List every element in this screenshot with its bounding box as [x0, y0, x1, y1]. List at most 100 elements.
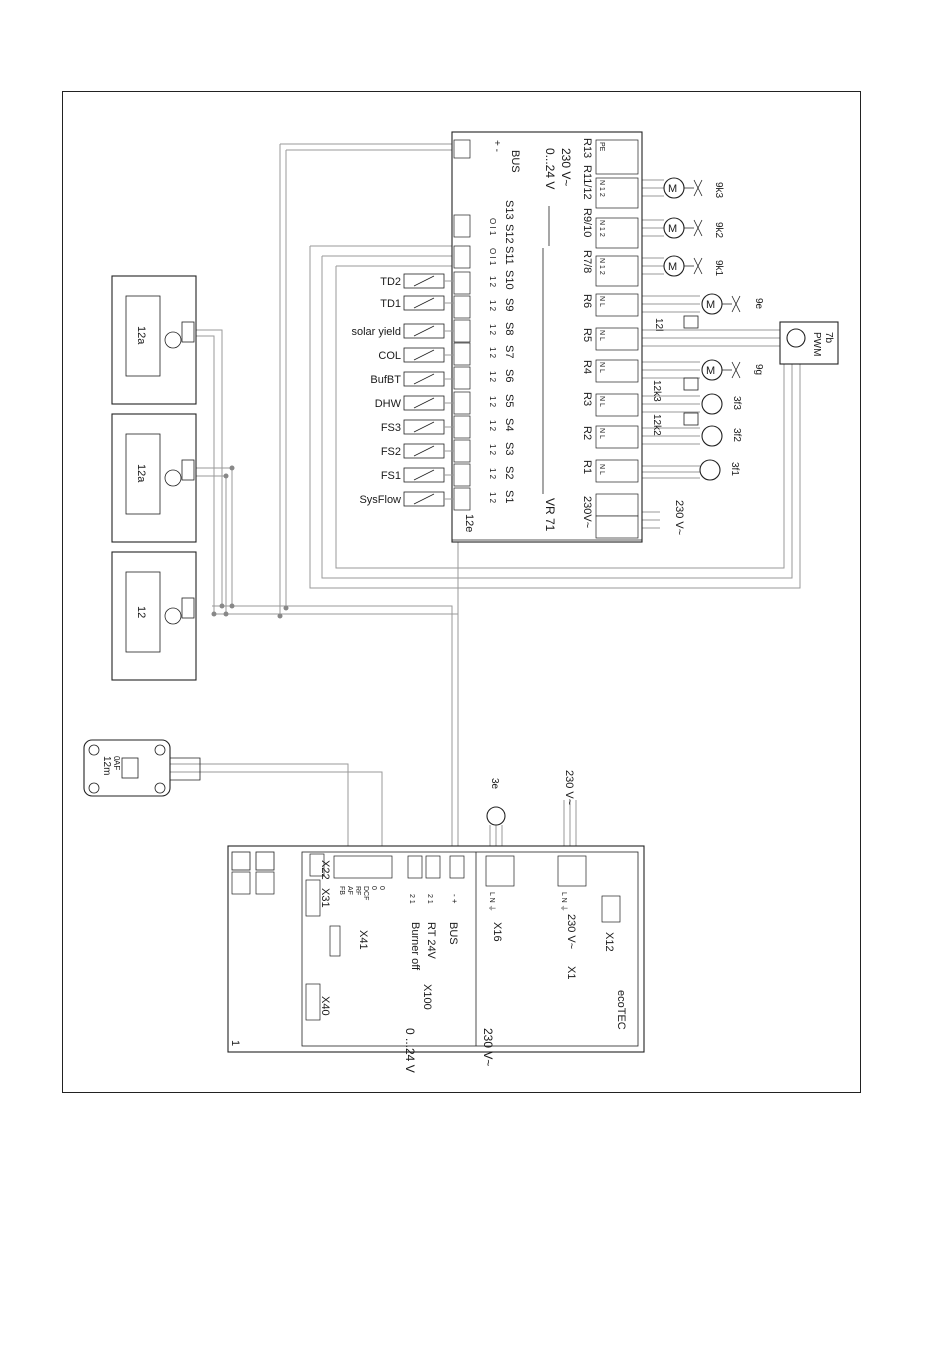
vr71-module: BUS + - 12e VR 71 0...24 V 230 V~ 230V~ … — [451, 131, 643, 543]
vr71-voltage-low: 0...24 V — [543, 148, 557, 189]
sensor-label-fs2: FS2 — [381, 446, 401, 458]
actuators: 3f1 3f2 3f3 12k3 12k2 12l M 9g — [651, 177, 839, 535]
sensor-terminal-labels: S1 S2 S3 S4 S5 S6 S7 S8 S9 S10 S11 S12 S… — [503, 200, 515, 503]
terminal-s12: S12 — [503, 224, 515, 244]
terminal-s1: S1 — [503, 490, 515, 503]
pump-label-3f1: 3f1 — [729, 462, 740, 476]
motor-glyph-9k2: M — [668, 223, 677, 235]
relay-pin-r2: N L — [598, 428, 605, 439]
sensor-bufbt: BufBT — [370, 371, 445, 387]
ecotec-high-voltage: 230 V~ — [481, 1028, 495, 1066]
sensor-dhw: DHW — [375, 395, 445, 411]
terminal-s3: S3 — [503, 442, 515, 455]
pin-label-s3: 1 2 — [488, 444, 497, 456]
relay-pin-r13: PE — [598, 142, 605, 152]
valve-label-9k1: 9k1 — [713, 260, 724, 277]
x22-pin-af: AF — [346, 886, 353, 895]
sensor-sysflow: SysFlow — [359, 491, 445, 507]
relay-pin-r3: N L — [598, 396, 605, 407]
sensor-fs2: FS2 — [381, 443, 445, 459]
pin-label-s11: O I 1 — [488, 248, 497, 266]
ecotec-ref: 1 — [229, 1040, 241, 1046]
relay-pin-r9-10: N 1 2 — [598, 220, 605, 237]
pin-label-s5: 1 2 — [488, 396, 497, 408]
sensor-symbols: SysFlow FS1 FS2 FS3 DHW BufBT — [351, 273, 454, 507]
vr71-title: VR 71 — [543, 498, 557, 532]
supply-230v-right: 230 V~ — [673, 500, 685, 535]
sensor-col: COL — [378, 347, 445, 363]
vr71-supply-label: 230V~ — [581, 496, 593, 528]
terminal-s6: S6 — [503, 369, 515, 382]
pins-burner-off: 2 1 — [408, 894, 415, 904]
pwm-label: PWM — [811, 332, 822, 356]
outdoor-sensor-terminal: AF — [112, 760, 121, 770]
pin-label-s7: 1 2 — [488, 347, 497, 359]
sensor-label-bufbt: BufBT — [370, 374, 401, 386]
sensor-label-solar-yield: solar yield — [351, 326, 401, 338]
room-units: 12a 12a 12 — [111, 275, 197, 681]
relay-pin-r5: N L — [598, 330, 605, 341]
sensor-label-fs1: FS1 — [381, 470, 401, 482]
terminal-s9: S9 — [503, 298, 515, 311]
ecotec-x1-voltage: 230 V~ — [565, 914, 577, 949]
relay-terminal-labels: R1 R2 R3 R4 R5 R6 R7/8 R9/10 R11/12 R13 — [581, 138, 593, 474]
terminal-r7-8: R7/8 — [581, 250, 593, 273]
terminal-r4: R4 — [581, 360, 593, 374]
vr71-bus-label: BUS — [509, 150, 521, 173]
ecotec-rt24v: RT 24V — [425, 922, 437, 960]
x22-pin-0b: 0 — [378, 886, 385, 890]
flow-switch-label-12k2: 12k2 — [651, 414, 662, 436]
terminal-r5: R5 — [581, 328, 593, 342]
pin-label-s2: 1 2 — [488, 468, 497, 480]
terminal-s2: S2 — [503, 466, 515, 479]
pin-label-s6: 1 2 — [488, 371, 497, 383]
terminal-r9-10: R9/10 — [581, 208, 593, 237]
terminal-s5: S5 — [503, 394, 515, 407]
sensor-pin-labels: 1 2 1 2 1 2 1 2 1 2 1 2 1 2 1 2 1 2 1 2 … — [488, 218, 497, 504]
room-unit-bottom: 12 — [111, 551, 197, 681]
outdoor-sensor-pin: 0 — [112, 756, 121, 761]
terminal-r1: R1 — [581, 460, 593, 474]
sensor-td1: TD1 — [380, 295, 445, 311]
terminal-s11: S11 — [503, 246, 515, 265]
pwm-ref: 7b — [823, 332, 834, 344]
terminal-s4: S4 — [503, 418, 515, 431]
valve-9k2: M 9k2 — [663, 217, 724, 239]
sensor-td2: TD2 — [380, 273, 445, 289]
valve-label-9g: 9g — [753, 364, 764, 375]
pins-rt24v: 2 1 — [426, 894, 433, 904]
sensor-terminal-strip — [453, 139, 471, 511]
relay-pin-r1: N L — [598, 464, 605, 475]
x22-pin-fb: FB — [338, 886, 345, 895]
supply-230v-bottom: 230 V~ — [563, 770, 575, 805]
outdoor-sensor-12m: 12m AF 0 — [83, 739, 201, 797]
terminal-r13: R13 — [581, 138, 593, 158]
sensor-label-fs3: FS3 — [381, 422, 401, 434]
room-unit-label-middle: 12a — [135, 464, 147, 483]
ecotec-bus: BUS — [447, 922, 459, 945]
relay-pin-r7-8: N 1 2 — [598, 258, 605, 275]
pump-label-3e: 3e — [489, 778, 500, 790]
pin-label-s4: 1 2 — [488, 420, 497, 432]
room-unit-label-top: 12a — [135, 326, 147, 345]
ecotec-burner-off: Burner off — [409, 922, 421, 971]
relay-pin-labels: N L N L N L N L N L N L N 1 2 N 1 2 N 1 … — [598, 142, 605, 475]
flow-switch-12k3: 12k3 — [651, 377, 699, 402]
ecotec-x41: X41 — [357, 930, 369, 950]
ecotec-name: ecoTEC — [615, 990, 627, 1030]
room-unit-top: 12a — [111, 275, 197, 405]
terminal-s13: S13 — [503, 200, 515, 220]
valve-label-9k3: 9k3 — [713, 182, 724, 199]
valve-9k3: M 9k3 — [663, 177, 724, 199]
sensor-label-col: COL — [378, 350, 401, 362]
sensor-fs3: FS3 — [381, 419, 445, 435]
x22-pin-0a: 0 — [370, 886, 377, 890]
sensor-label-dhw: DHW — [375, 398, 402, 410]
outdoor-sensor-ref: 12m — [101, 756, 112, 775]
ecotec-x1: X1 — [565, 966, 577, 979]
pump-label-3f2: 3f2 — [731, 428, 742, 442]
pin-label-s10: 1 2 — [488, 276, 497, 288]
valve-label-9k2: 9k2 — [713, 222, 724, 239]
terminal-s8: S8 — [503, 322, 515, 335]
